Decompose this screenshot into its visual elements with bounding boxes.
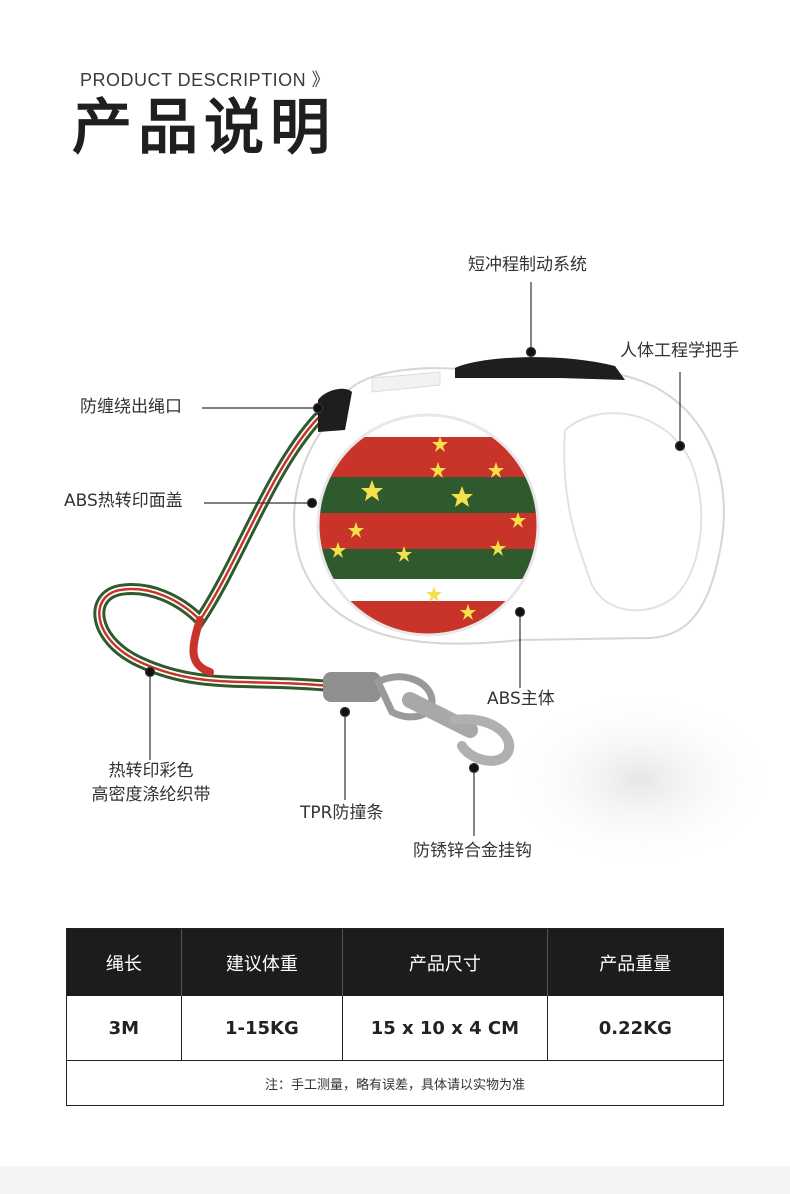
spec-table-header: 绳长 建议体重 产品尺寸 产品重量 <box>67 929 723 996</box>
printed-cover <box>318 415 538 635</box>
callout-abs-cover: ABS热转印面盖 <box>64 491 183 511</box>
value-cell-weight-range: 1-15KG <box>182 996 344 1060</box>
callout-strap-line2: 高密度涤纶织带 <box>91 784 211 805</box>
callout-strap: 热转印彩色 高密度涤纶织带 <box>82 760 220 808</box>
header-cell-dimensions: 产品尺寸 <box>343 929 548 996</box>
callout-leaders <box>144 282 686 836</box>
footer-strip <box>0 1166 790 1194</box>
callout-ergonomic-handle: 人体工程学把手 <box>620 341 739 361</box>
header-cell-weight-range: 建议体重 <box>182 929 344 996</box>
value-cell-dimensions: 15 x 10 x 4 CM <box>343 996 548 1060</box>
value-cell-length: 3M <box>67 996 182 1060</box>
callout-anti-tangle-outlet: 防缠绕出绳口 <box>80 397 182 417</box>
callout-hook: 防锈锌合金挂钩 <box>413 841 532 861</box>
product-diagram <box>93 282 780 870</box>
tpr-sleeve <box>323 672 381 702</box>
section-subtitle: PRODUCT DESCRIPTION 》 <box>80 70 331 90</box>
callout-tpr-bumper: TPR防撞条 <box>300 803 384 823</box>
header-cell-length: 绳长 <box>67 929 182 996</box>
callout-strap-line1: 热转印彩色 <box>108 761 194 781</box>
strap <box>93 412 336 692</box>
measurement-note: 注：手工测量，略有误差，具体请以实物为准 <box>264 1077 525 1093</box>
header-cell-product-weight: 产品重量 <box>599 953 672 975</box>
callout-abs-body: ABS主体 <box>487 689 555 709</box>
spec-table: 绳长 建议体重 产品尺寸 产品重量 3M 1-15KG 15 x 10 x 4 … <box>66 928 724 1106</box>
cover-rim <box>316 413 540 637</box>
value-cell-product-weight: 0.22KG <box>598 1017 672 1039</box>
section-title: 产品说明 <box>72 93 336 163</box>
floor-shadow <box>500 690 780 870</box>
metal-hook <box>373 673 515 766</box>
callout-brake-system: 短冲程制动系统 <box>468 255 587 275</box>
spec-table-row: 3M 1-15KG 15 x 10 x 4 CM 0.22KG <box>67 996 723 1061</box>
